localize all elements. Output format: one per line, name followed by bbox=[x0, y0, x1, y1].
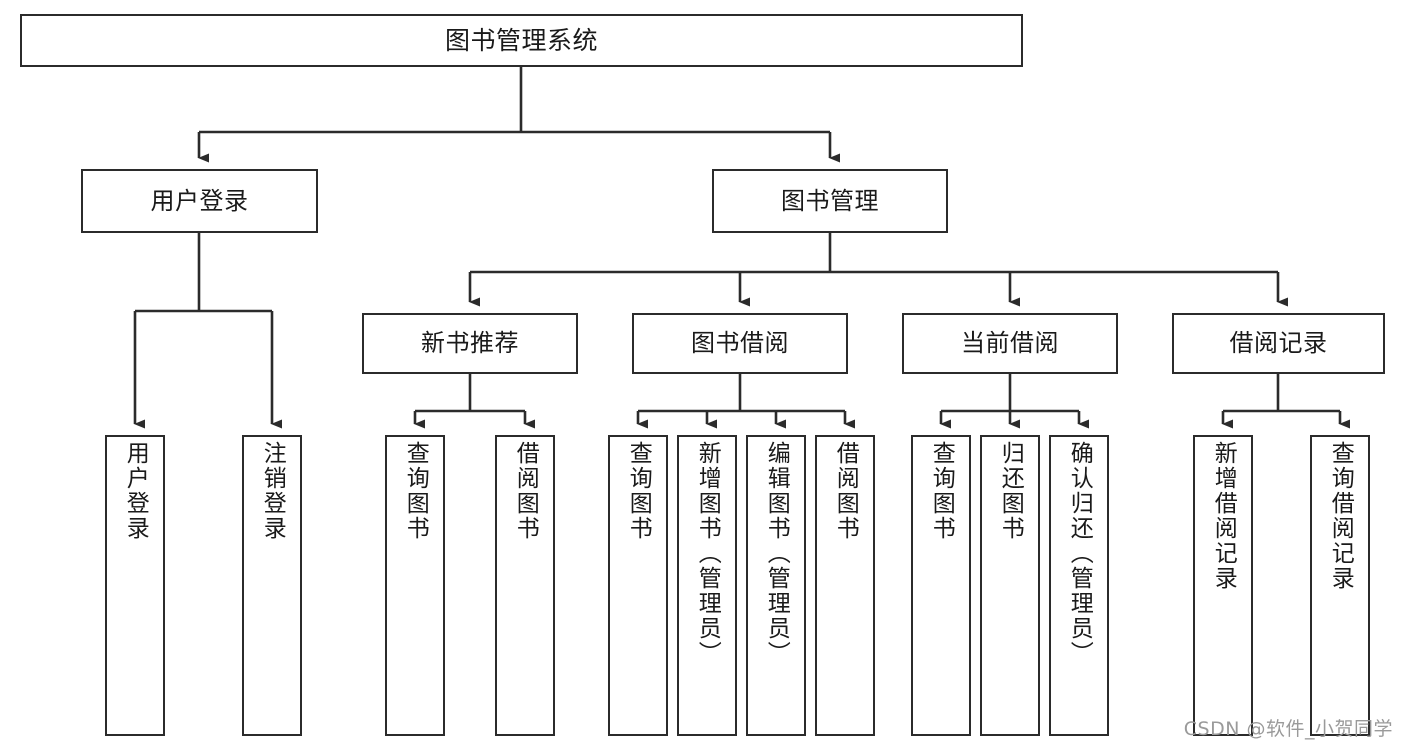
node-label: 编辑图书（管理员） bbox=[763, 441, 790, 666]
node-label: 借阅图书 bbox=[512, 441, 539, 541]
node-label: 借阅图书 bbox=[832, 441, 859, 541]
leaf-edit-book-admin[interactable]: 编辑图书（管理员） bbox=[746, 435, 806, 736]
leaf-query-book-borrow[interactable]: 查询图书 bbox=[608, 435, 668, 736]
leaf-add-book-admin[interactable]: 新增图书（管理员） bbox=[677, 435, 737, 736]
csdn-watermark: CSDN @软件_小贺同学 bbox=[1183, 718, 1393, 740]
leaf-query-book-current[interactable]: 查询图书 bbox=[911, 435, 971, 736]
node-label: 借阅记录 bbox=[1229, 329, 1328, 358]
node-label: 图书管理系统 bbox=[444, 25, 598, 55]
node-book-borrow[interactable]: 图书借阅 bbox=[632, 313, 848, 374]
leaf-borrow-book[interactable]: 借阅图书 bbox=[815, 435, 875, 736]
node-label: 新增图书（管理员） bbox=[694, 441, 721, 666]
node-root-book-management-system[interactable]: 图书管理系统 bbox=[20, 14, 1023, 67]
node-current-borrow[interactable]: 当前借阅 bbox=[902, 313, 1118, 374]
node-user-login[interactable]: 用户登录 bbox=[81, 169, 318, 233]
node-label: 查询图书 bbox=[625, 441, 652, 541]
node-label: 查询借阅记录 bbox=[1327, 441, 1354, 591]
node-label: 归还图书 bbox=[997, 441, 1024, 541]
leaf-add-borrow-record[interactable]: 新增借阅记录 bbox=[1193, 435, 1253, 736]
node-label: 用户登录 bbox=[122, 441, 149, 541]
node-label: 图书管理 bbox=[781, 186, 879, 215]
node-label: 新书推荐 bbox=[421, 329, 519, 358]
node-new-book-recommendation[interactable]: 新书推荐 bbox=[362, 313, 578, 374]
leaf-borrow-book-recommendation[interactable]: 借阅图书 bbox=[495, 435, 555, 736]
node-label: 查询图书 bbox=[928, 441, 955, 541]
leaf-user-login[interactable]: 用户登录 bbox=[105, 435, 165, 736]
node-label: 用户登录 bbox=[150, 186, 249, 215]
node-label: 当前借阅 bbox=[961, 329, 1059, 358]
leaf-confirm-return-admin[interactable]: 确认归还（管理员） bbox=[1049, 435, 1109, 736]
node-label: 查询图书 bbox=[402, 441, 429, 541]
node-label: 图书借阅 bbox=[691, 329, 789, 358]
node-borrow-record[interactable]: 借阅记录 bbox=[1172, 313, 1385, 374]
node-label: 新增借阅记录 bbox=[1210, 441, 1237, 591]
node-label: 确认归还（管理员） bbox=[1066, 441, 1093, 666]
node-book-management[interactable]: 图书管理 bbox=[712, 169, 948, 233]
node-label: 注销登录 bbox=[259, 441, 286, 541]
leaf-logout-login[interactable]: 注销登录 bbox=[242, 435, 302, 736]
leaf-return-book[interactable]: 归还图书 bbox=[980, 435, 1040, 736]
leaf-query-book-recommendation[interactable]: 查询图书 bbox=[385, 435, 445, 736]
leaf-query-borrow-record[interactable]: 查询借阅记录 bbox=[1310, 435, 1370, 736]
